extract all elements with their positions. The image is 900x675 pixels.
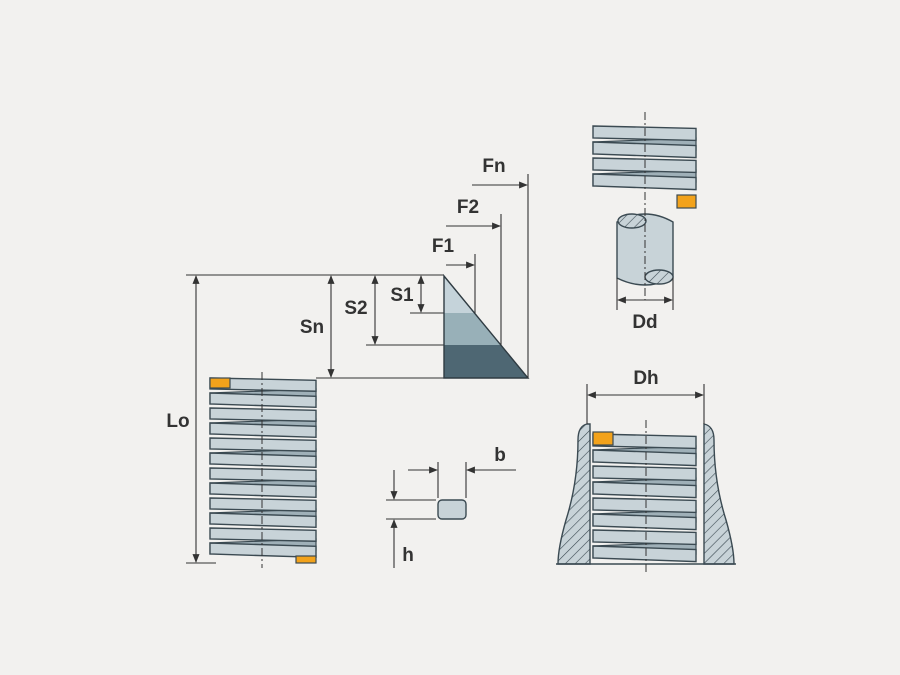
dh-coil-front-2 (592, 481, 697, 499)
dh-coil-front-3 (592, 513, 697, 531)
dimension-s1: S1 (390, 275, 444, 314)
main-coil-2 (209, 407, 317, 422)
label-sn: Sn (300, 317, 324, 338)
mandrel-spring: Dd (592, 112, 697, 333)
dh-coil-2 (592, 465, 697, 482)
dimension-f1: F1 (432, 236, 476, 313)
force-triangle (443, 274, 530, 379)
label-f2: F2 (457, 197, 479, 218)
dimension-sn: Sn (300, 275, 444, 379)
dimension-f2: F2 (446, 197, 502, 345)
main-coil-4 (209, 467, 317, 482)
label-s1: S1 (390, 285, 414, 306)
main-coil-front-1 (209, 392, 317, 409)
dh-coil-3 (592, 497, 697, 514)
main-spring (209, 372, 317, 568)
main-coil-6 (209, 527, 317, 542)
label-s2: S2 (344, 298, 367, 319)
dimension-lo: Lo (166, 274, 444, 564)
main-coil-front-4 (209, 482, 317, 499)
label-dd: Dd (632, 312, 657, 333)
main-coil-5 (209, 497, 317, 512)
wire-section: b h (386, 445, 516, 568)
dimension-s2: S2 (344, 275, 444, 346)
main-coil-front-3 (209, 452, 317, 469)
bore-spring: Dh (556, 368, 736, 572)
label-f1: F1 (432, 236, 455, 257)
main-coil-3 (209, 437, 317, 452)
label-fn: Fn (482, 156, 505, 177)
dimension-fn: Fn (472, 156, 529, 378)
spring-end-marker-dh (592, 431, 614, 446)
spring-end-marker-dd (676, 194, 697, 209)
bore-wall-right (703, 423, 735, 565)
label-h: h (402, 545, 414, 566)
dh-coil-front-4 (592, 545, 697, 563)
bore-wall-left (557, 423, 591, 565)
dh-coil-front-1 (592, 449, 697, 467)
spring-end-marker-bottom (295, 555, 317, 564)
label-lo: Lo (166, 411, 189, 432)
main-coil-front-2 (209, 422, 317, 439)
main-coil-front-5 (209, 512, 317, 529)
main-coil-front-6 (209, 542, 317, 559)
dh-coil-4 (592, 529, 697, 546)
label-b: b (494, 445, 506, 466)
spring-end-marker-top (209, 377, 231, 389)
wire-profile (437, 499, 467, 520)
label-dh: Dh (633, 368, 658, 389)
